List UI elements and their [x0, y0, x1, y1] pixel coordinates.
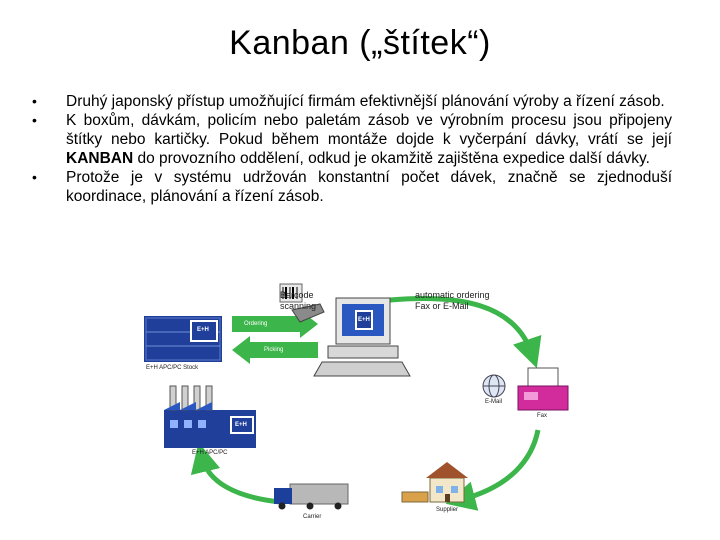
bullet-item: • Protože je v systému udržován konstant…: [32, 168, 672, 206]
supplier-building-icon: [401, 462, 468, 503]
supplier-label: Supplier: [436, 507, 459, 513]
bullet-dot: •: [32, 93, 37, 109]
barcode-label-line2: scanning: [280, 301, 317, 311]
page-title: Kanban („štítek“): [229, 24, 491, 62]
fax-machine-icon: [517, 367, 569, 411]
cycle-arrow-right: [445, 429, 541, 511]
stock-label: E+H APC/PC Stock: [146, 365, 199, 371]
cycle-arrow-bottom: [190, 442, 281, 505]
logo-text-computer: E+H: [358, 317, 370, 323]
email-label: E-Mail: [485, 399, 503, 405]
ordering-label-line1: automatic ordering: [415, 290, 490, 300]
bullet-dot: •: [32, 112, 37, 128]
arrow-ordering-label: Ordering: [244, 321, 268, 327]
computer-icon: [313, 297, 411, 377]
diagram-art: [144, 283, 569, 511]
bullet-dot: •: [32, 169, 37, 185]
cycle-arrow-top: [389, 295, 542, 369]
bullet-text: do provozního oddělení, odkud je okamžit…: [133, 150, 650, 167]
bullet-text: Protože je v systému udržován konstantní…: [66, 169, 672, 205]
factory-label: E+H APC/PC: [192, 450, 228, 456]
email-globe-icon: [482, 374, 506, 398]
logo-text-factory: E+H: [235, 422, 247, 428]
bullet-text: Druhý japonský přístup umožňující firmám…: [66, 93, 665, 110]
carrier-label: Carrier: [303, 514, 322, 520]
kanban-diagram: Barcode scanning automatic ordering Fax …: [140, 282, 700, 532]
stock-shelf-icon: [144, 316, 222, 362]
bullet-item: • K boxům, dávkám, policím nebo paletám …: [32, 111, 672, 168]
arrow-picking-label: Picking: [264, 347, 284, 353]
factory-icon: [164, 385, 256, 448]
logo-text-stock: E+H: [197, 327, 209, 333]
picking-arrow: [232, 336, 318, 364]
bullet-list: • Druhý japonský přístup umožňující firm…: [32, 92, 672, 206]
fax-label: Fax: [537, 413, 548, 419]
bullet-bold-term: KANBAN: [66, 150, 134, 167]
barcode-label-line1: Barcode: [280, 290, 314, 300]
bullet-text: K boxům, dávkám, policím nebo paletám zá…: [66, 112, 672, 148]
ordering-label-line2: Fax or E-Mail: [415, 301, 469, 311]
truck-icon: [274, 483, 349, 510]
bullet-item: • Druhý japonský přístup umožňující firm…: [32, 92, 672, 111]
barcode-scanner-icon: [279, 283, 325, 323]
